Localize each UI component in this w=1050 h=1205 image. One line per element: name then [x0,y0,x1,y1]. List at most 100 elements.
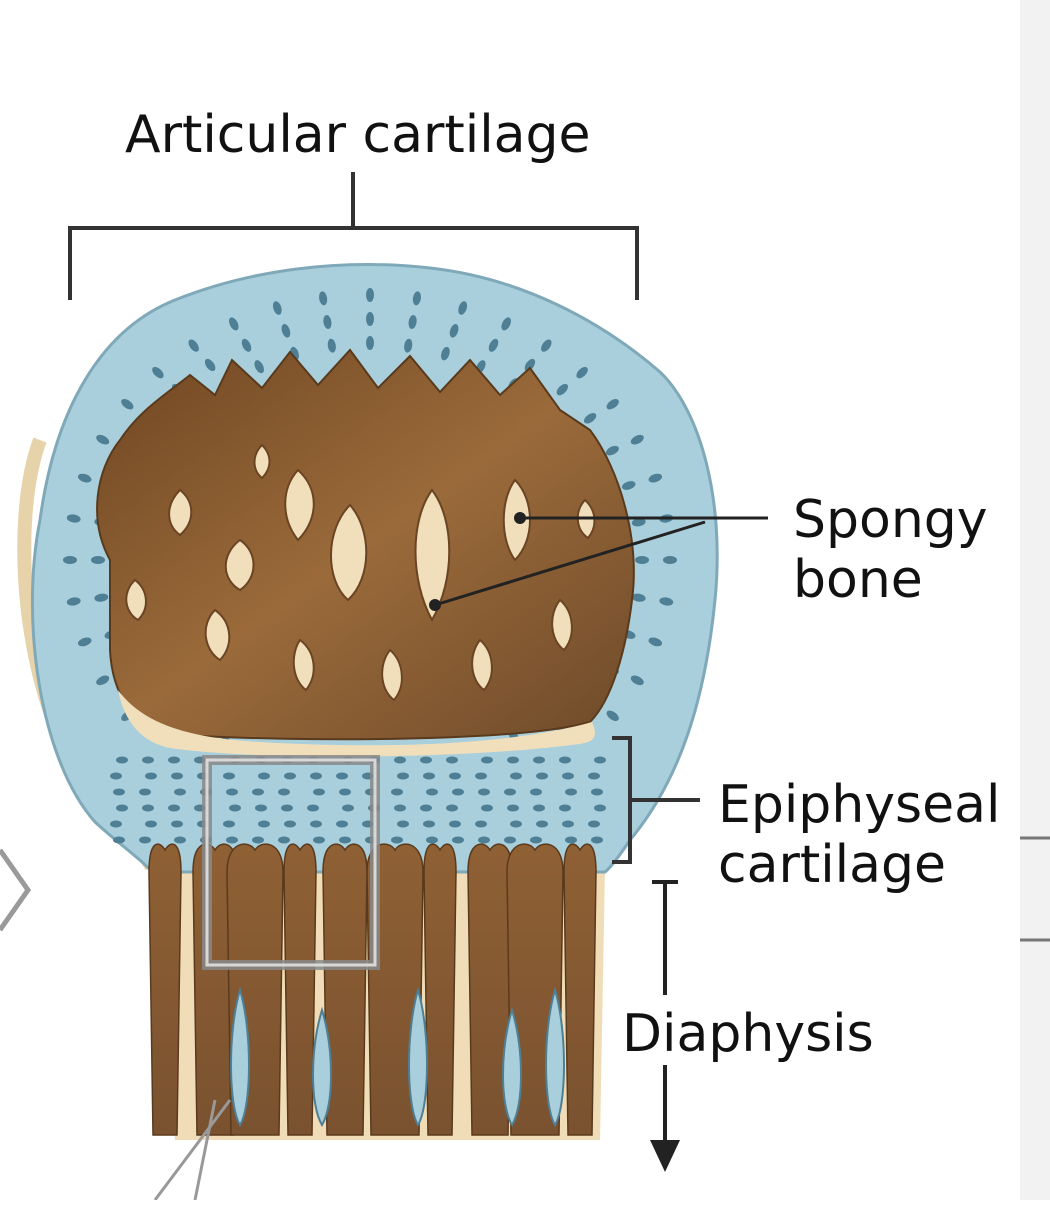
diaphysis-label: Diaphysis [622,1004,874,1064]
chondrocyte-dot [223,772,235,780]
trabecular-spaces [125,443,596,702]
chondrocyte-dot [504,836,516,844]
chondrocyte-dot [96,434,110,445]
chondrocyte-dot [307,804,319,812]
chondrocyte-dot [226,836,238,844]
chondrocyte-dot [66,597,81,606]
chondrocyte-dot [533,804,545,812]
chondrocyte-dot [94,593,109,602]
chondrocyte-dot [139,788,151,796]
chondrocyte-dot [327,338,336,353]
chondrocyte-dot [530,788,542,796]
chondrocyte-dot [142,756,154,764]
chondrocyte-dot [258,772,270,780]
chondrocyte-dot [336,772,348,780]
chondrocyte-dot [258,820,270,828]
chondrocyte-dot [174,788,186,796]
chondrocyte-dot [113,788,125,796]
chondrocyte-dot [281,324,291,338]
chondrocyte-dot [501,317,511,331]
chondrocyte-dot [426,788,438,796]
chondrocyte-dot [583,413,597,424]
spongy-pointer-1 [514,512,526,524]
chondrocyte-dot [576,366,588,379]
chondrocyte-dot [562,772,574,780]
chondrocyte-dot [319,291,328,306]
marrow-slits [230,986,565,1127]
chondrocyte-dot [536,772,548,780]
chondrocyte-dot [541,339,552,352]
chondrocyte-dot [504,788,516,796]
chondrocyte-dot [648,473,663,483]
chondrocyte-dot [310,820,322,828]
chondrocyte-dot [139,836,151,844]
chondrocyte-dot [116,756,128,764]
chondrocyte-dot [536,820,548,828]
diaphysis-text: Diaphysis [622,1004,874,1064]
chondrocyte-dot [152,366,164,379]
chondrocyte-dot [241,338,252,352]
trabecular-finger [563,843,597,1136]
chondrocyte-dot [204,358,216,372]
chondrocyte-dot [606,398,619,410]
articular-cartilage-text: Articular cartilage [125,105,591,165]
chondrocyte-dot [533,756,545,764]
chondrocyte-dot [278,836,290,844]
chondrocyte-dot [394,804,406,812]
chondrocyte-dot [110,820,122,828]
chondrocyte-dot [446,804,458,812]
marrow-slit [502,1006,522,1127]
chondrocyte-dot [420,804,432,812]
chondrocyte-dot [229,317,239,331]
chondrocyte-dot [630,434,644,445]
chondrocyte-dot [66,514,81,523]
chondrocyte-dot [171,820,183,828]
chondrocyte-dot [366,288,374,302]
magnified-region-box-inner [205,758,377,967]
chondrocyte-dot [530,836,542,844]
chondrocyte-dot [394,756,406,764]
chondrocyte-dot [391,788,403,796]
chondrocyte-dot [562,820,574,828]
chondrocyte-dot [481,756,493,764]
chondrocyte-dot [591,836,603,844]
chondrocyte-dot [96,675,110,686]
diaphysis-arrowhead [650,1140,680,1172]
chondrocyte-dot [510,772,522,780]
chondrocyte-dot [313,836,325,844]
chondrocyte-dot [594,756,606,764]
zoom-leader-left [153,1099,232,1201]
chondrocyte-dot [510,820,522,828]
chondrocyte-dot [606,710,619,722]
epiphyseal-cartilage-label: Epiphyseal cartilage [718,775,1000,895]
chondrocyte-dot [77,637,92,647]
chondrocyte-dot [420,756,432,764]
chondrocyte-dot [423,820,435,828]
trabecular-finger [148,843,182,1136]
chondrocyte-dot [648,637,663,647]
chondrocyte-dot [366,336,374,350]
chondrocyte-dot [336,820,348,828]
chondrocyte-dot [77,473,92,483]
chondrocyte-dot [488,338,499,352]
chondrocyte-dot [63,556,77,564]
spongy-bone-label: Spongy bone [793,490,988,610]
chondrocyte-dot [278,788,290,796]
chondrocyte-dot [412,291,421,306]
chondrocyte-dot [591,788,603,796]
chondrocyte-dot [559,804,571,812]
chondrocyte-dot [366,312,374,326]
chondrocyte-dot [281,804,293,812]
chondrocyte-dot [631,518,646,527]
chondrocyte-dot [475,772,487,780]
epiphyseal-text-line2: cartilage [718,835,946,895]
chondrocyte-dot [168,756,180,764]
chondrocyte-dot [391,836,403,844]
trabecular-finger [283,843,317,1136]
spongy-bone-text-line2: bone [793,550,923,610]
chondrocyte-dot [478,836,490,844]
chondrocyte-dot [458,301,468,315]
chondrocyte-dot [342,804,354,812]
